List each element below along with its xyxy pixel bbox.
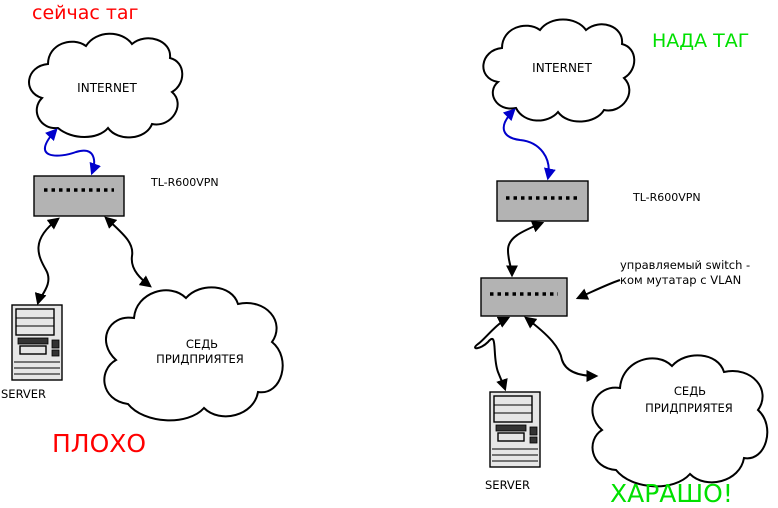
right-link-internet-router (502, 108, 556, 181)
right-link-switch-server (474, 316, 511, 392)
right-internet-cloud: INTERNET (482, 18, 636, 123)
left-internet-label: INTERNET (77, 81, 137, 95)
left-router (33, 175, 125, 217)
left-link-internet-router (43, 128, 101, 176)
right-internet-label: INTERNET (532, 61, 592, 75)
right-network-label-line1: СЕДЬ (674, 384, 706, 398)
right-switch-label-pointer (575, 279, 621, 300)
left-internet-cloud: INTERNET (28, 32, 184, 139)
right-verdict: ХАРАШО! (610, 479, 733, 508)
right-link-switch-network (524, 316, 599, 382)
right-server-label: SERVER (485, 478, 530, 492)
right-router (496, 180, 589, 222)
left-router-label: TL-R600VPN (150, 176, 219, 189)
right-switch-label-line2: ком мутатар с VLAN (620, 273, 741, 287)
right-managed-switch (480, 277, 568, 317)
right-switch-label-line1: управляемый switch - (620, 258, 750, 272)
left-server-label: SERVER (1, 387, 46, 401)
left-network-label-line1: СЕДЬ (186, 337, 218, 351)
left-link-router-server (34, 217, 60, 306)
left-link-router-network (104, 216, 152, 288)
left-network-cloud: СЕДЬ ПРИДПРИЯТЕЯ (103, 286, 284, 422)
right-network-cloud: СЕДЬ ПРИДПРИЯТЕЯ (591, 354, 769, 488)
left-network-label-line2: ПРИДПРИЯТЕЯ (156, 352, 244, 366)
right-heading: НАДА ТАГ (652, 30, 749, 52)
left-server-icon (11, 304, 63, 381)
right-network-label-line2: ПРИДПРИЯТЕЯ (645, 401, 733, 415)
left-verdict: ПЛОХО (52, 429, 146, 458)
left-heading: сейчас таг (32, 2, 139, 24)
right-link-router-switch (505, 221, 545, 278)
right-server-icon (489, 391, 541, 468)
right-router-label: TL-R600VPN (632, 191, 701, 204)
